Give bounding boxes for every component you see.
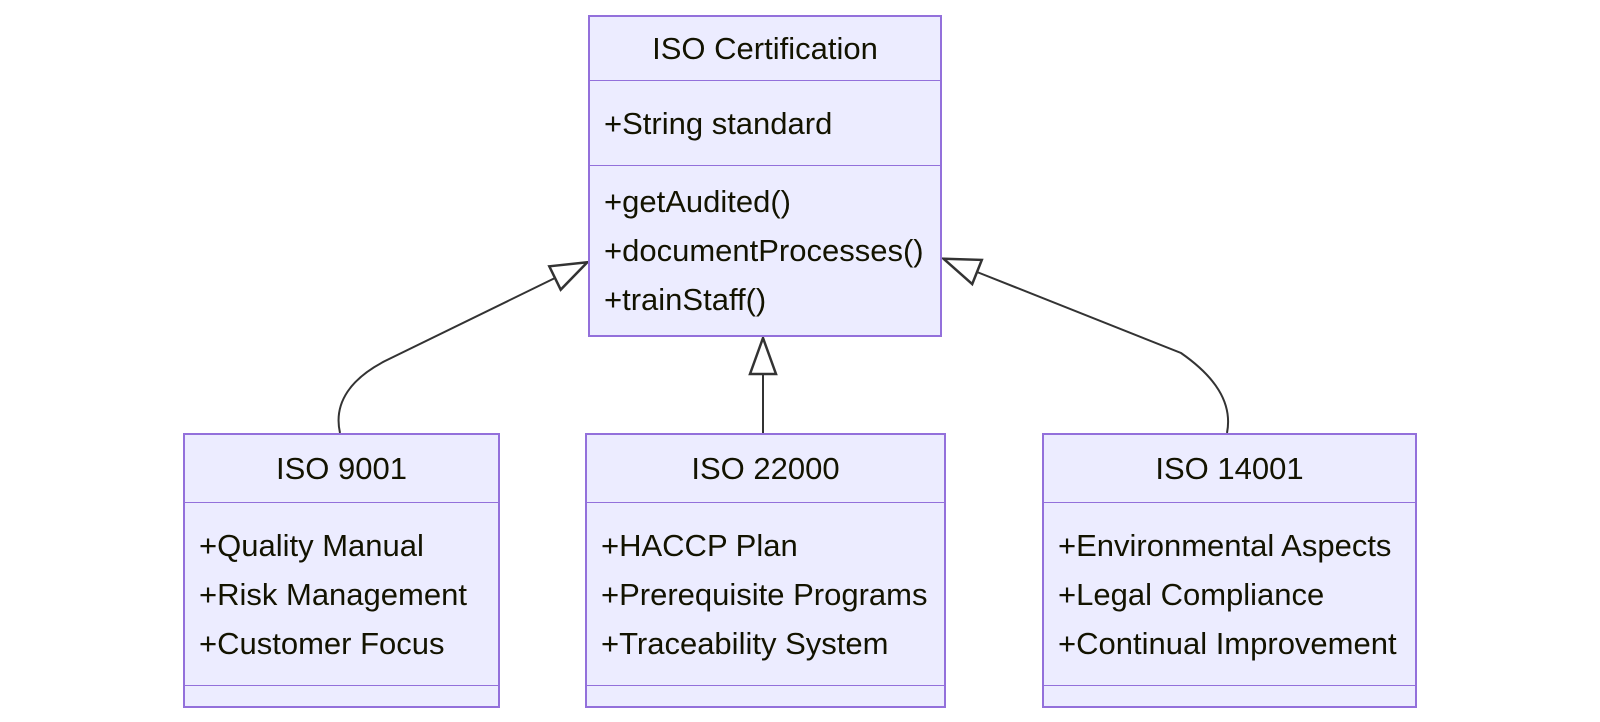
class-attribute: +HACCP Plan bbox=[601, 527, 798, 563]
class-methods-empty bbox=[587, 685, 944, 706]
class-attribute: +Prerequisite Programs bbox=[601, 576, 928, 612]
class-node-iso-14001: ISO 14001 +Environmental Aspects +Legal … bbox=[1042, 433, 1417, 708]
class-attribute: +Legal Compliance bbox=[1058, 576, 1325, 612]
class-title: ISO Certification bbox=[652, 30, 878, 66]
class-title: ISO 9001 bbox=[276, 450, 407, 486]
class-attribute: +Environmental Aspects bbox=[1058, 527, 1392, 563]
class-attribute: +String standard bbox=[604, 105, 833, 141]
class-attribute: +Continual Improvement bbox=[1058, 625, 1397, 661]
class-attributes: +String standard bbox=[590, 80, 940, 165]
class-methods: +getAudited() +documentProcesses() +trai… bbox=[590, 165, 940, 335]
class-methods-empty bbox=[1044, 685, 1415, 706]
class-attributes: +Environmental Aspects +Legal Compliance… bbox=[1044, 502, 1415, 685]
class-attribute: +Customer Focus bbox=[199, 625, 445, 661]
class-attributes: +HACCP Plan +Prerequisite Programs +Trac… bbox=[587, 502, 944, 685]
class-node-iso-certification: ISO Certification +String standard +getA… bbox=[588, 15, 942, 337]
class-methods-empty bbox=[185, 685, 498, 706]
edge-iso9001-extends-certification bbox=[337, 278, 555, 434]
class-attribute: +Quality Manual bbox=[199, 527, 424, 563]
class-title: ISO 22000 bbox=[691, 450, 840, 486]
class-title: ISO 14001 bbox=[1155, 450, 1304, 486]
class-node-iso-9001: ISO 9001 +Quality Manual +Risk Managemen… bbox=[183, 433, 500, 708]
class-method: +documentProcesses() bbox=[604, 233, 924, 268]
class-method: +trainStaff() bbox=[604, 282, 767, 317]
class-method: +getAudited() bbox=[604, 184, 791, 219]
class-attribute: +Traceability System bbox=[601, 625, 889, 661]
class-attributes: +Quality Manual +Risk Management +Custom… bbox=[185, 502, 498, 685]
edge-iso14001-extends-certification bbox=[977, 272, 1230, 434]
class-attribute: +Risk Management bbox=[199, 576, 467, 612]
class-node-iso-22000: ISO 22000 +HACCP Plan +Prerequisite Prog… bbox=[585, 433, 946, 708]
